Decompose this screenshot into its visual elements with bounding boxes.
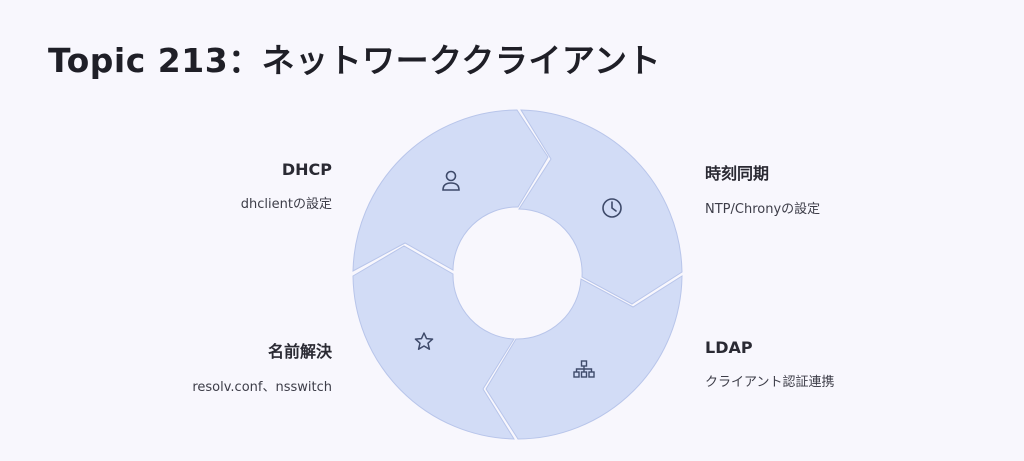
segment-description: NTP/Chronyの設定 bbox=[705, 202, 821, 217]
cycle-segment-time-sync bbox=[518, 109, 683, 305]
segment-heading: DHCP bbox=[281, 160, 332, 179]
segment-label-time-sync: 時刻同期 NTP/Chronyの設定 bbox=[705, 160, 820, 217]
page-title: Topic 213：ネットワーククライアント bbox=[48, 41, 662, 80]
star-icon bbox=[414, 332, 434, 350]
segment-heading: LDAP bbox=[705, 338, 753, 357]
user-icon bbox=[442, 170, 460, 191]
hierarchy-icon bbox=[573, 360, 595, 378]
segment-description: dhclientの設定 bbox=[240, 197, 332, 212]
segment-description: クライアント認証連携 bbox=[705, 375, 835, 390]
segment-label-ldap: LDAP クライアント認証連携 bbox=[705, 338, 834, 390]
cycle-segment-ldap bbox=[485, 275, 683, 440]
segment-heading: 時刻同期 bbox=[705, 164, 770, 183]
cycle-segment-name-resolution bbox=[352, 245, 515, 440]
segment-label-dhcp: DHCP dhclientの設定 bbox=[241, 160, 332, 212]
clock-icon bbox=[602, 198, 622, 218]
segment-label-name-resolution: 名前解決 resolv.conf、nsswitch bbox=[192, 338, 332, 395]
segment-description: resolv.conf、nsswitch bbox=[192, 380, 332, 395]
segment-heading: 名前解決 bbox=[267, 342, 332, 361]
